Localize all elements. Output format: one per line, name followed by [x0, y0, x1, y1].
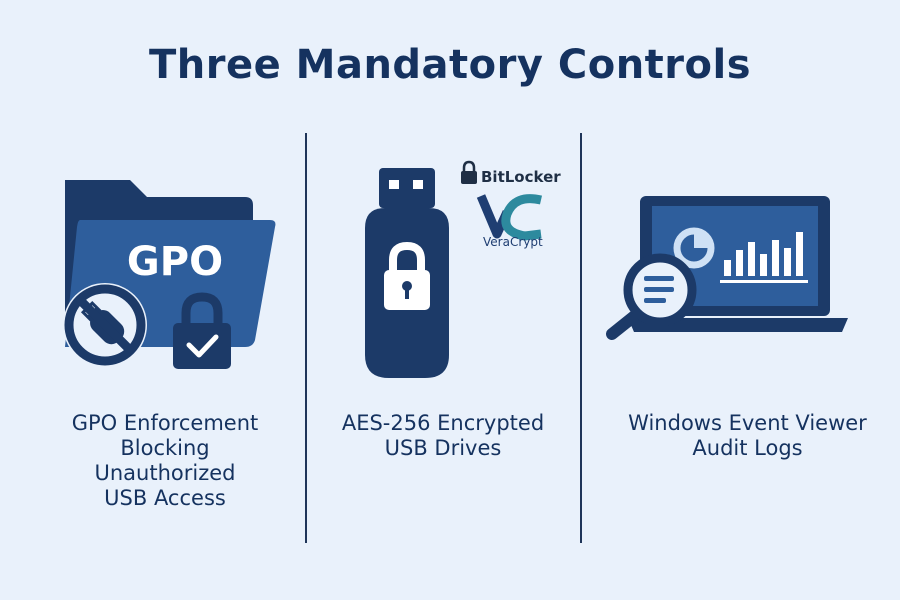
padlock-check-icon — [173, 292, 231, 369]
caption-line: Windows Event Viewer — [628, 411, 867, 435]
caption-usb: AES-256 Encrypted USB Drives — [318, 411, 568, 461]
no-usb-icon — [63, 283, 147, 367]
column-divider-left — [305, 133, 307, 543]
caption-gpo: GPO Enforcement Blocking Unauthorized US… — [40, 411, 290, 511]
caption-line: USB Access — [104, 486, 226, 510]
gpo-label: GPO — [127, 239, 223, 285]
veracrypt-logo: VeraCrypt — [476, 194, 543, 249]
laptop-audit-icon — [598, 192, 858, 356]
bitlocker-label: BitLocker — [481, 168, 561, 186]
page-title: Three Mandatory Controls — [148, 42, 752, 88]
encrypted-usb-drive-icon: BitLocker VeraCrypt — [355, 150, 565, 389]
magnifier-icon — [606, 253, 697, 340]
caption-line: Blocking — [120, 436, 210, 460]
caption-line: Unauthorized — [94, 461, 236, 485]
veracrypt-label: VeraCrypt — [483, 235, 543, 249]
bitlocker-logo: BitLocker — [461, 160, 561, 186]
caption-line: USB Drives — [384, 436, 502, 460]
caption-line: GPO Enforcement — [71, 411, 259, 435]
gpo-folder-icon: GPO — [55, 175, 285, 389]
caption-audit: Windows Event Viewer Audit Logs — [610, 411, 885, 461]
caption-line: AES-256 Encrypted — [341, 411, 545, 435]
column-divider-right — [580, 133, 582, 543]
caption-line: Audit Logs — [692, 436, 803, 460]
